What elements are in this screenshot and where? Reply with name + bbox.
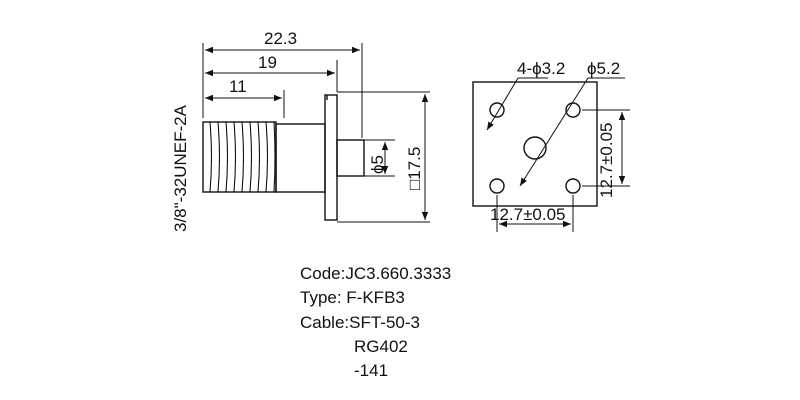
center-hole <box>523 136 547 160</box>
type-text: Type: F-KFB3 <box>300 288 405 307</box>
front-view <box>472 81 598 207</box>
mount-hole-tr <box>565 102 581 118</box>
front-view-dimensions <box>486 77 630 232</box>
center-pin <box>336 139 365 177</box>
cable-text: Cable:SFT-50-3 <box>300 313 420 332</box>
hole-pattern-label: 4-ϕ3.2 <box>517 59 565 78</box>
horizontal-spacing-label: 12.7±0.05 <box>490 205 566 224</box>
mount-hole-bl <box>489 178 505 194</box>
thread-lines <box>209 121 276 193</box>
thread-spec-label: 3/8"-32UNEF-2A <box>171 104 190 232</box>
dimension-lines <box>205 46 429 220</box>
flange <box>324 94 338 221</box>
flange-square-label: □17.5 <box>405 147 424 190</box>
thread-length-label: 11 <box>229 77 247 96</box>
vertical-spacing-label: 12.7±0.05 <box>597 122 616 198</box>
flange-to-thread-label: 19 <box>258 53 277 72</box>
center-diameter-label: ϕ5.2 <box>587 59 620 78</box>
extension-lines <box>202 43 430 223</box>
side-view <box>202 94 365 221</box>
cable-141-text: -141 <box>354 361 389 380</box>
mount-hole-tl <box>489 102 505 118</box>
pin-diameter-label: ϕ5 <box>368 155 387 174</box>
mount-hole-br <box>565 178 581 194</box>
code-text: Code:JC3.660.3333 <box>300 264 452 283</box>
connector-neck <box>275 123 326 193</box>
thread-body <box>202 121 277 193</box>
cable-rg402-text: RG402 <box>354 337 408 356</box>
overall-length-label: 22.3 <box>264 29 297 48</box>
flange-outline <box>472 81 598 207</box>
